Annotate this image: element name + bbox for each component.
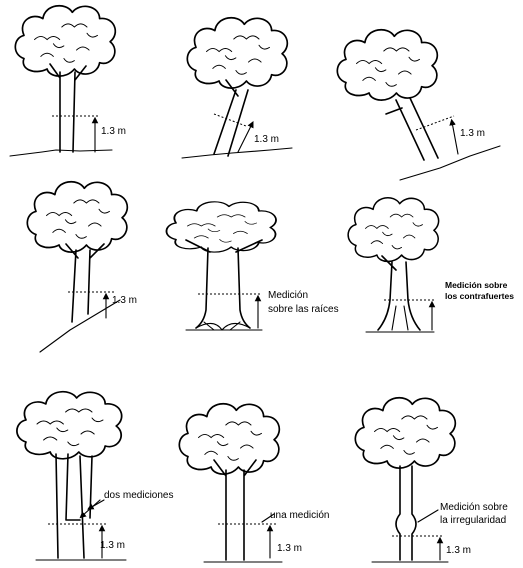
tree-trunk xyxy=(378,256,420,330)
panel-strong-lean-tree: 1.3 m xyxy=(337,30,500,180)
tree-trunk xyxy=(66,244,104,322)
note-arrow-2 xyxy=(90,500,104,508)
height-label: 1.3 m xyxy=(446,545,471,556)
root-flare xyxy=(196,322,250,330)
tree-trunk xyxy=(186,240,262,328)
tree-trunk xyxy=(396,466,416,560)
tree-trunk xyxy=(56,454,92,558)
tree-trunk xyxy=(214,80,248,156)
panel-buttress-tree: Medición sobre los contrafuertes xyxy=(348,198,514,332)
note-line-1: Medición sobre xyxy=(440,502,508,513)
ground-line xyxy=(40,300,120,352)
panel-straight-tree: 1.3 m xyxy=(10,6,126,156)
tree-crown xyxy=(355,398,455,468)
note-label: una medición xyxy=(270,510,329,521)
height-arrow xyxy=(238,124,252,152)
tree-crown xyxy=(27,182,127,252)
height-label: 1.3 m xyxy=(112,295,137,306)
tree-crown xyxy=(187,18,287,88)
panel-forked-low-tree: 1.3 m dos mediciones xyxy=(17,392,174,560)
tree-crown xyxy=(15,6,115,76)
tree-trunk xyxy=(50,64,86,152)
note-line-2: la irregularidad xyxy=(440,515,506,526)
note-label: dos mediciones xyxy=(104,490,173,501)
buttress-lines xyxy=(392,306,408,330)
tree-crown xyxy=(337,30,437,100)
height-label: 1.3 m xyxy=(100,540,125,551)
panel-leaning-tree: 1.3 m xyxy=(182,18,292,158)
tree-crown xyxy=(166,202,276,252)
panel-roots-tree: Medición sobre las raíces xyxy=(166,202,338,330)
panel-irregular-tree: 1.3 m Medición sobre la irregularidad xyxy=(355,398,508,562)
tree-crown xyxy=(17,392,122,459)
tree-trunk xyxy=(386,98,438,160)
ground-line xyxy=(10,150,112,156)
label-line-2: los contrafuertes xyxy=(445,291,514,301)
height-label: 1.3 m xyxy=(101,126,126,137)
tree-trunk xyxy=(214,460,256,560)
tree-crown xyxy=(179,404,279,474)
height-label: 1.3 m xyxy=(254,134,279,145)
measurement-line xyxy=(214,114,246,126)
label-line-2: sobre las raíces xyxy=(268,304,339,315)
label-line-1: Medición xyxy=(268,290,308,301)
ground-line xyxy=(400,146,500,180)
height-arrow xyxy=(452,122,458,154)
panel-slope-tree: 1.3 m xyxy=(27,182,137,352)
panel-forked-high-tree: 1.3 m una medición xyxy=(179,404,329,562)
height-label: 1.3 m xyxy=(277,543,302,554)
tree-crown xyxy=(348,198,438,262)
note-leader xyxy=(418,510,438,522)
ground-line xyxy=(182,148,292,158)
height-label: 1.3 m xyxy=(460,128,485,139)
label-line-1: Medición sobre xyxy=(445,280,508,290)
